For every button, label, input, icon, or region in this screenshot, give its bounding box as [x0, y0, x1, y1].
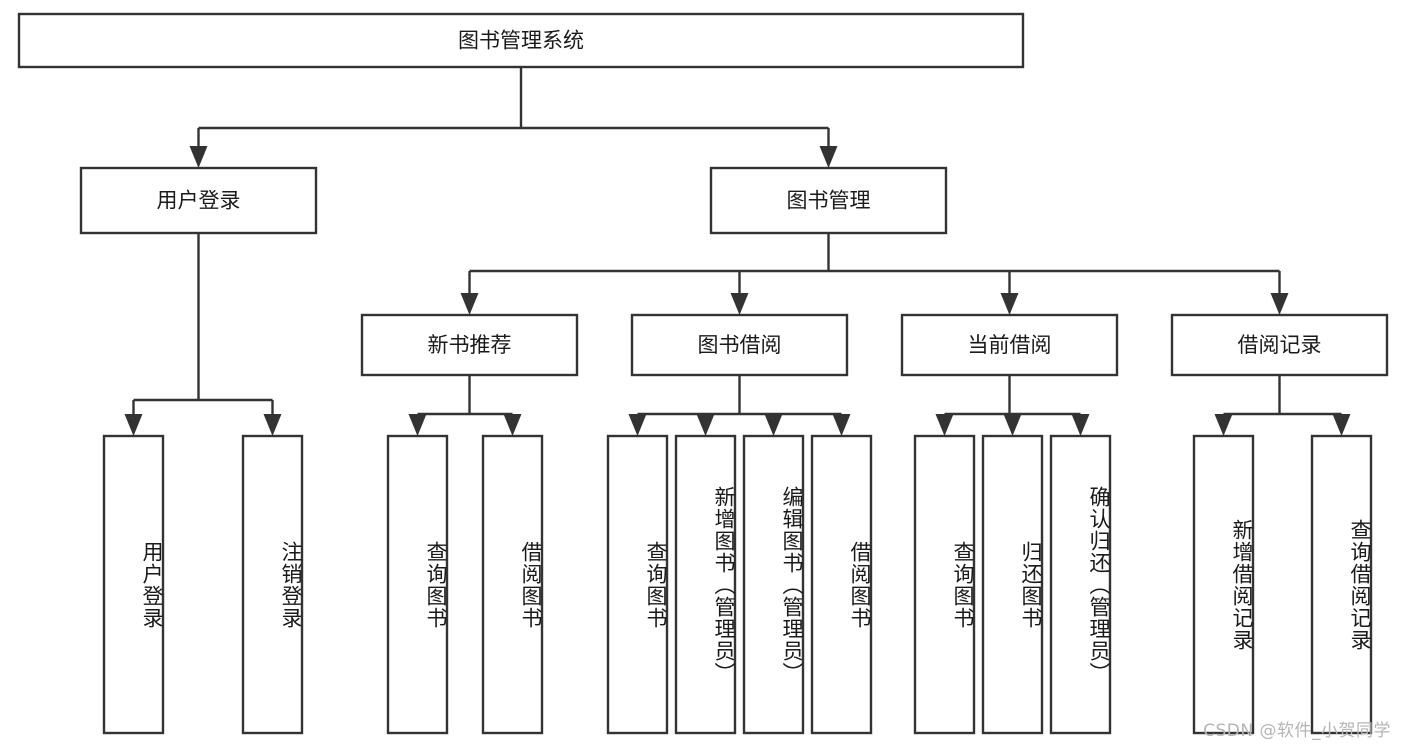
arrow-head-icon	[935, 414, 954, 436]
arrow-head-icon	[503, 414, 522, 436]
arrow-head-icon	[696, 414, 715, 436]
node-level2-1-label: 图书管理	[787, 189, 871, 213]
node-leaf-5[interactable]	[674, 434, 737, 735]
arrow-head-icon	[1214, 414, 1233, 436]
arrow-head-icon	[832, 414, 851, 436]
node-level3-0-label: 新书推荐	[428, 333, 512, 357]
node-level3-0[interactable]	[360, 313, 579, 377]
arrow-head-icon	[1332, 414, 1351, 436]
node-leaf-10[interactable]	[1049, 434, 1112, 735]
node-root-system[interactable]	[17, 12, 1025, 69]
node-level3-2[interactable]	[900, 313, 1119, 377]
watermark-text: CSDN @软件_小贺同学	[1203, 721, 1391, 741]
node-root-system-label: 图书管理系统	[458, 29, 584, 53]
node-level3-1[interactable]	[630, 313, 849, 377]
node-level2-0-label: 用户登录	[157, 189, 241, 213]
arrow-head-icon	[189, 146, 208, 168]
arrow-head-icon	[764, 414, 783, 436]
arrow-head-icon	[819, 146, 838, 168]
arrow-head-icon	[408, 414, 427, 436]
arrow-head-icon	[1071, 414, 1090, 436]
arrow-head-icon	[1270, 293, 1289, 315]
arrow-head-icon	[263, 414, 282, 436]
node-leaf-6[interactable]	[742, 434, 805, 735]
node-leaf-7[interactable]	[810, 434, 873, 735]
node-leaf-2[interactable]	[386, 434, 449, 735]
node-leaf-3[interactable]	[481, 434, 544, 735]
node-leaf-4[interactable]	[606, 434, 669, 735]
arrow-head-icon	[628, 414, 647, 436]
arrow-head-icon	[1000, 293, 1019, 315]
arrow-head-icon	[460, 293, 479, 315]
node-level3-3[interactable]	[1170, 313, 1389, 377]
node-leaf-11[interactable]	[1192, 434, 1255, 735]
node-level2-0[interactable]	[79, 166, 318, 235]
node-level3-1-label: 图书借阅	[698, 333, 782, 357]
node-leaf-12[interactable]	[1310, 434, 1373, 735]
node-leaf-0[interactable]	[102, 434, 165, 735]
node-leaf-1[interactable]	[241, 434, 304, 735]
node-leaf-8[interactable]	[913, 434, 976, 735]
arrow-head-icon	[1003, 414, 1022, 436]
arrow-head-icon	[124, 414, 143, 436]
node-level3-2-label: 当前借阅	[968, 333, 1052, 357]
node-leaf-9[interactable]	[981, 434, 1044, 735]
arrow-head-icon	[730, 293, 749, 315]
node-level2-1[interactable]	[709, 166, 948, 235]
node-level3-3-label: 借阅记录	[1238, 333, 1322, 357]
